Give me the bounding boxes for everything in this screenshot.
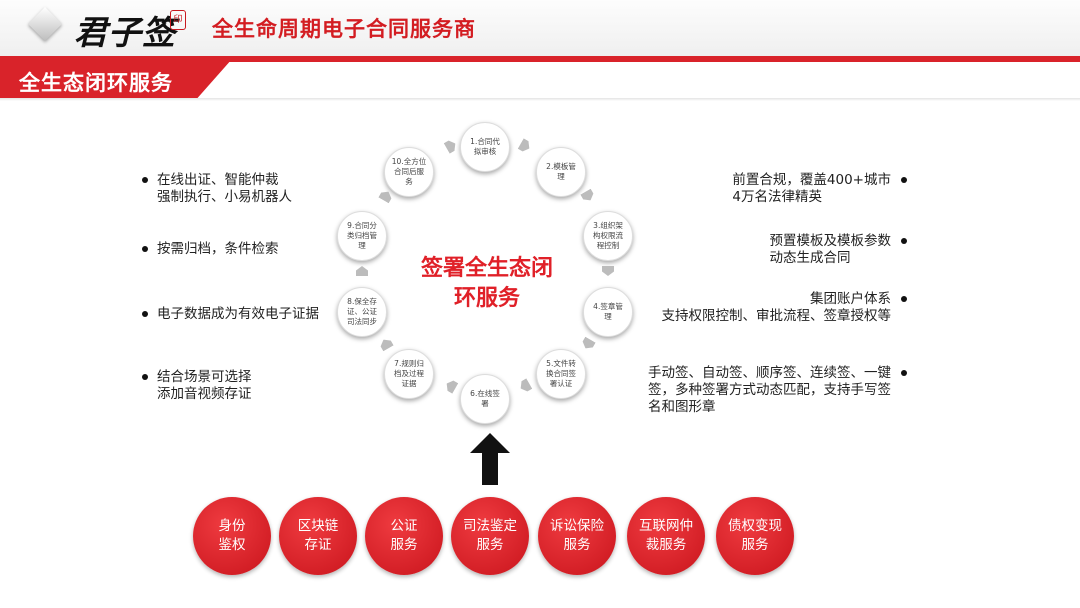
header-divider — [0, 56, 1080, 62]
left-bullet-4-line1: 结合场景可选择 — [157, 369, 252, 385]
right-bullet-2-line1: 预置模板及模板参数 — [769, 233, 892, 249]
cycle-center-title: 签署全生态闭 环服务 — [412, 254, 562, 314]
right-bullet-3: 集团账户体系 支持权限控制、审批流程、签章授权等 — [661, 291, 907, 325]
logo-text: 君子签 — [74, 13, 176, 52]
bullet-dot-icon — [142, 374, 148, 380]
cycle-arrow-icon — [378, 189, 393, 204]
cycle-arrow-icon — [518, 378, 533, 393]
logo-diamond-icon — [28, 7, 62, 41]
up-arrow-icon — [470, 433, 510, 485]
left-bullet-3-line1: 电子数据成为有效电子证据 — [157, 306, 319, 322]
logo-seal-icon: 印 — [170, 10, 186, 30]
service-debt-liquidation: 债权变现服务 — [716, 497, 794, 575]
right-bullet-2: 预置模板及模板参数 动态生成合同 — [769, 233, 907, 267]
left-bullet-1-line1: 在线出证、智能仲裁 — [157, 172, 279, 188]
cycle-arrow-icon — [444, 138, 459, 153]
section-divider — [0, 98, 1080, 101]
cycle-arrow-icon — [580, 337, 595, 352]
cycle-node-6: 6.在线签署 — [460, 374, 510, 424]
service-4-line1: 司法鉴定 — [463, 518, 517, 534]
service-7-line2: 服务 — [741, 537, 769, 553]
left-bullet-2-line1: 按需归档，条件检索 — [157, 241, 279, 257]
service-litigation-insurance: 诉讼保险服务 — [538, 497, 616, 575]
section-tab — [0, 59, 232, 101]
cycle-arrow-icon — [602, 266, 614, 276]
right-bullet-4-line3: 名和图形章 — [648, 399, 716, 415]
right-bullet-3-line2: 支持权限控制、审批流程、签章授权等 — [661, 308, 892, 324]
left-bullet-2: 按需归档，条件检索 — [142, 241, 279, 258]
cycle-arrow-icon — [356, 266, 368, 276]
right-bullet-4-line1: 手动签、自动签、顺序签、连续签、一键 — [648, 365, 891, 381]
service-1-line1: 身份 — [218, 518, 246, 534]
bullet-dot-icon — [901, 177, 907, 183]
left-bullet-4-line2: 添加音视频存证 — [157, 386, 252, 402]
bullet-dot-icon — [901, 238, 907, 244]
service-2-line1: 区块链 — [297, 518, 339, 534]
service-5-line1: 诉讼保险 — [550, 518, 604, 534]
right-bullet-2-line2: 动态生成合同 — [769, 250, 851, 266]
service-4-line2: 服务 — [476, 537, 504, 553]
cycle-arrow-icon — [444, 378, 459, 393]
cycle-node-2: 2.模板管理 — [536, 147, 586, 197]
cycle-node-5: 5.文件转换合同签署认证 — [536, 349, 586, 399]
cycle-node-1: 1.合同代拟审核 — [460, 122, 510, 172]
right-bullet-3-line1: 集团账户体系 — [810, 291, 891, 307]
service-3-line2: 服务 — [390, 537, 418, 553]
cycle-node-4: 4.签章管理 — [583, 287, 633, 337]
service-judicial: 司法鉴定服务 — [451, 497, 529, 575]
left-bullet-1-line2: 强制执行、小易机器人 — [157, 189, 292, 205]
header-title: 全生命周期电子合同服务商 — [212, 17, 476, 41]
service-1-line2: 鉴权 — [218, 537, 246, 553]
header-bar: 君子签 印 全生命周期电子合同服务商 — [0, 0, 1080, 56]
cycle-node-3: 3.组织架构权限流程控制 — [583, 211, 633, 261]
section-title: 全生态闭环服务 — [19, 71, 173, 95]
cycle-arrow-icon — [580, 189, 595, 204]
service-6-line2: 裁服务 — [645, 537, 687, 553]
cycle-arrow-icon — [378, 337, 393, 352]
bullet-dot-icon — [901, 296, 907, 302]
cycle-center-line2: 环服务 — [453, 286, 520, 311]
cycle-node-8: 8.保全存证、公证司法同步 — [337, 287, 387, 337]
cycle-node-9: 9.合同分类归档管理 — [337, 211, 387, 261]
service-notary: 公证服务 — [365, 497, 443, 575]
left-bullet-4: 结合场景可选择 添加音视频存证 — [142, 369, 252, 403]
cycle-center-line1: 签署全生态闭 — [420, 256, 553, 281]
left-bullet-1: 在线出证、智能仲裁 强制执行、小易机器人 — [142, 172, 292, 206]
right-bullet-1-line2: 4万名法律精英 — [732, 189, 822, 205]
left-bullet-3: 电子数据成为有效电子证据 — [142, 306, 319, 323]
right-bullet-4: 手动签、自动签、顺序签、连续签、一键 签，多种签署方式动态匹配，支持手写签 名和… — [648, 365, 907, 416]
service-6-line1: 互联网仲 — [639, 518, 693, 534]
bullet-dot-icon — [142, 311, 148, 317]
service-online-arbitration: 互联网仲裁服务 — [627, 497, 705, 575]
service-identity-auth: 身份鉴权 — [193, 497, 271, 575]
bullet-dot-icon — [142, 177, 148, 183]
cycle-node-7: 7.规则归档及过程证据 — [384, 349, 434, 399]
service-2-line2: 存证 — [304, 537, 332, 553]
service-blockchain: 区块链存证 — [279, 497, 357, 575]
right-bullet-4-line2: 签，多种签署方式动态匹配，支持手写签 — [648, 382, 891, 398]
bullet-dot-icon — [142, 246, 148, 252]
service-7-line1: 债权变现 — [728, 518, 782, 534]
right-bullet-1: 前置合规，覆盖400+城市 4万名法律精英 — [732, 172, 907, 206]
cycle-node-10: 10.全方位合同后服务 — [384, 147, 434, 197]
service-5-line2: 服务 — [563, 537, 591, 553]
service-3-line1: 公证 — [390, 518, 418, 534]
bullet-dot-icon — [901, 370, 907, 376]
right-bullet-1-line1: 前置合规，覆盖400+城市 — [732, 172, 891, 188]
cycle-arrow-icon — [518, 138, 533, 153]
